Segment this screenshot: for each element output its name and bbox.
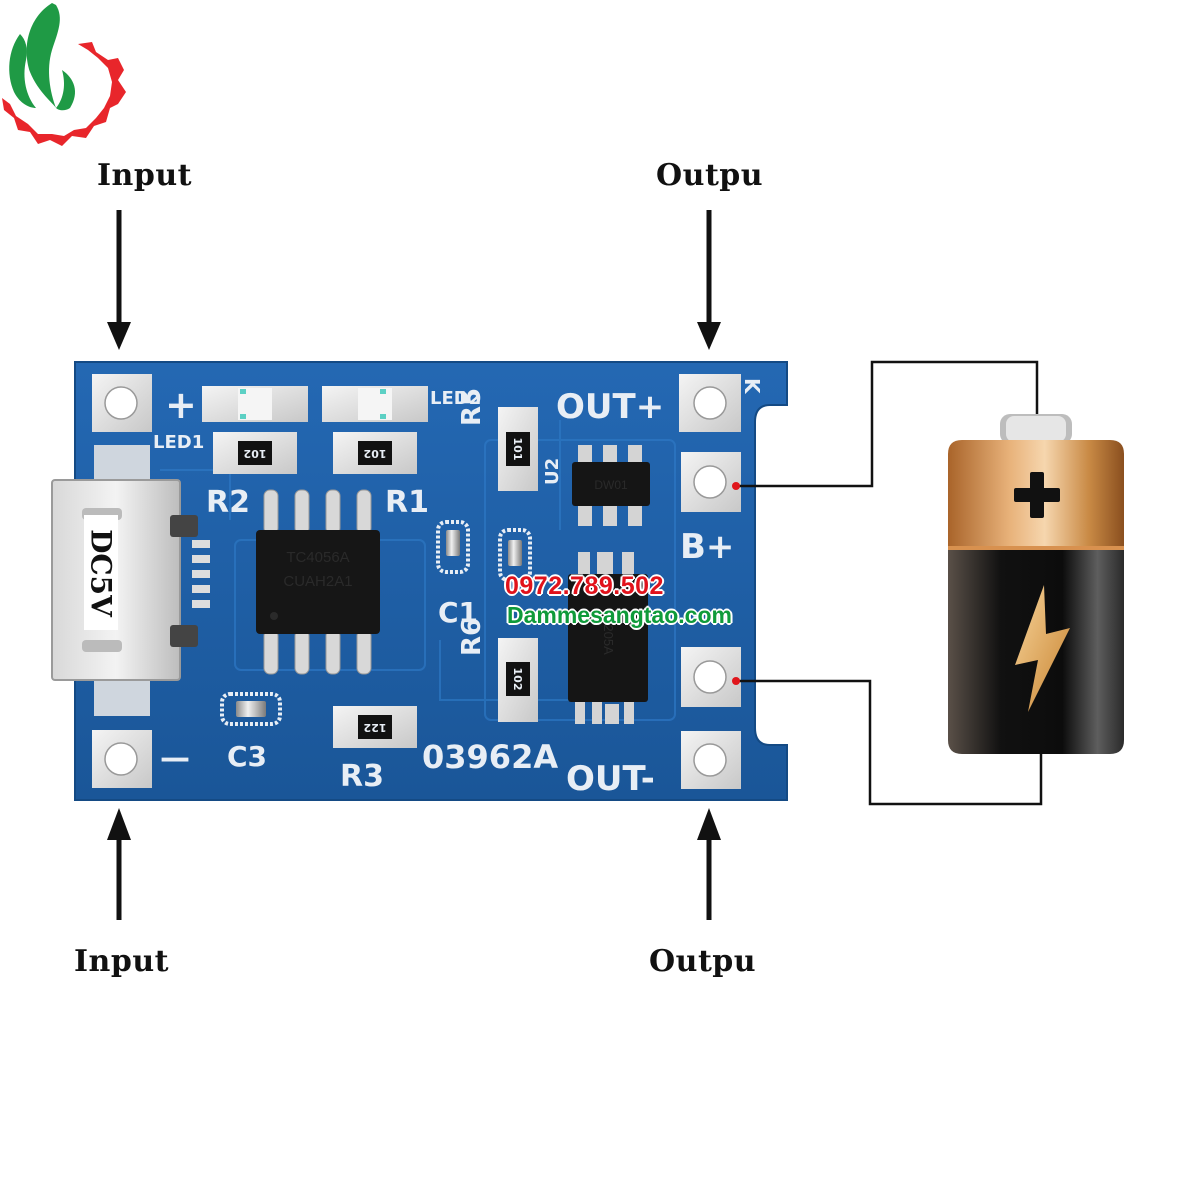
resistor-r3: 122	[333, 706, 417, 748]
svg-text:102: 102	[364, 447, 387, 460]
silk-out-plus: OUT+	[556, 387, 664, 427]
pad-b-minus[interactable]	[681, 647, 741, 707]
resistor-r2: 102	[213, 432, 297, 474]
silk-r2: R2	[206, 485, 250, 520]
capacitor-c3	[220, 692, 282, 726]
silk-b-plus: B+	[680, 527, 734, 567]
silk-led1: LED1	[153, 432, 204, 453]
silk-out-minus: OUT-	[566, 759, 655, 799]
ic-protection-dw01: DW01	[572, 445, 650, 526]
pad-input-plus[interactable]	[92, 374, 152, 432]
silk-c3: C3	[227, 740, 267, 773]
wire-b-plus	[732, 360, 1039, 490]
silk-r3: R3	[340, 759, 384, 794]
silk-led2: LED2	[430, 388, 481, 409]
flame-icon	[9, 3, 76, 111]
arrow-down-output	[697, 210, 721, 350]
input-label-bottom: Input	[74, 944, 169, 979]
arrow-up-input	[107, 808, 131, 920]
plus-icon	[1014, 472, 1060, 518]
usb-mount-pad-top	[94, 445, 150, 485]
silk-board-code: 03962A	[422, 738, 558, 776]
svg-text:DW01: DW01	[594, 478, 628, 492]
wire-dot-b-plus	[732, 482, 740, 490]
silk-minus: —	[160, 741, 190, 776]
svg-text:102: 102	[511, 668, 524, 691]
arrow-down-input	[107, 210, 131, 350]
capacitor-c1	[436, 520, 470, 574]
silk-plus: +	[165, 383, 197, 427]
pad-out-plus[interactable]	[679, 374, 741, 432]
silk-k-mark: K	[740, 378, 764, 395]
gear-icon	[2, 42, 126, 146]
silk-u2: U2	[542, 458, 563, 485]
silk-c1: C1	[438, 596, 478, 629]
ic-mosfet-8205a: 8205A	[568, 552, 648, 724]
led1	[202, 386, 308, 422]
pad-out-minus[interactable]	[681, 731, 741, 789]
svg-text:102: 102	[244, 447, 267, 460]
svg-text:122: 122	[364, 721, 387, 734]
input-label-top: Input	[97, 158, 192, 193]
wire-b-minus	[732, 677, 1043, 806]
resistor-r6: 102	[498, 638, 538, 722]
arrow-up-output	[697, 808, 721, 920]
resistor-r5: 101	[498, 407, 538, 491]
usb-dc5v-label: DC5V	[84, 515, 118, 630]
wire-dot-b-minus	[732, 677, 740, 685]
svg-text:8205A: 8205A	[601, 617, 616, 655]
watermark-phone: 0972.789.502	[505, 572, 664, 600]
silk-r6: R6	[457, 618, 487, 656]
lightning-bolt-icon	[1015, 585, 1070, 712]
dc5v-text: DC5V	[84, 528, 118, 617]
watermark-site: Dammesangtao.com	[507, 602, 732, 628]
pad-input-minus[interactable]	[92, 730, 152, 788]
battery	[948, 414, 1124, 754]
resistor-r1: 102	[333, 432, 417, 474]
pad-b-plus[interactable]	[681, 452, 741, 512]
silk-r5: R5	[457, 388, 487, 426]
output-label-top: Outpu	[656, 158, 764, 193]
svg-text:TC4056A: TC4056A	[286, 549, 349, 566]
capacitor-c2	[498, 528, 532, 582]
svg-text:101: 101	[511, 438, 524, 461]
led2	[322, 386, 428, 422]
ic-charger-tp4056: TC4056A CUAH2A1	[256, 489, 380, 675]
svg-text:CUAH2A1: CUAH2A1	[283, 573, 352, 590]
output-label-bottom: Outpu	[649, 944, 757, 979]
logo	[2, 3, 126, 146]
silk-r1: R1	[385, 485, 429, 520]
